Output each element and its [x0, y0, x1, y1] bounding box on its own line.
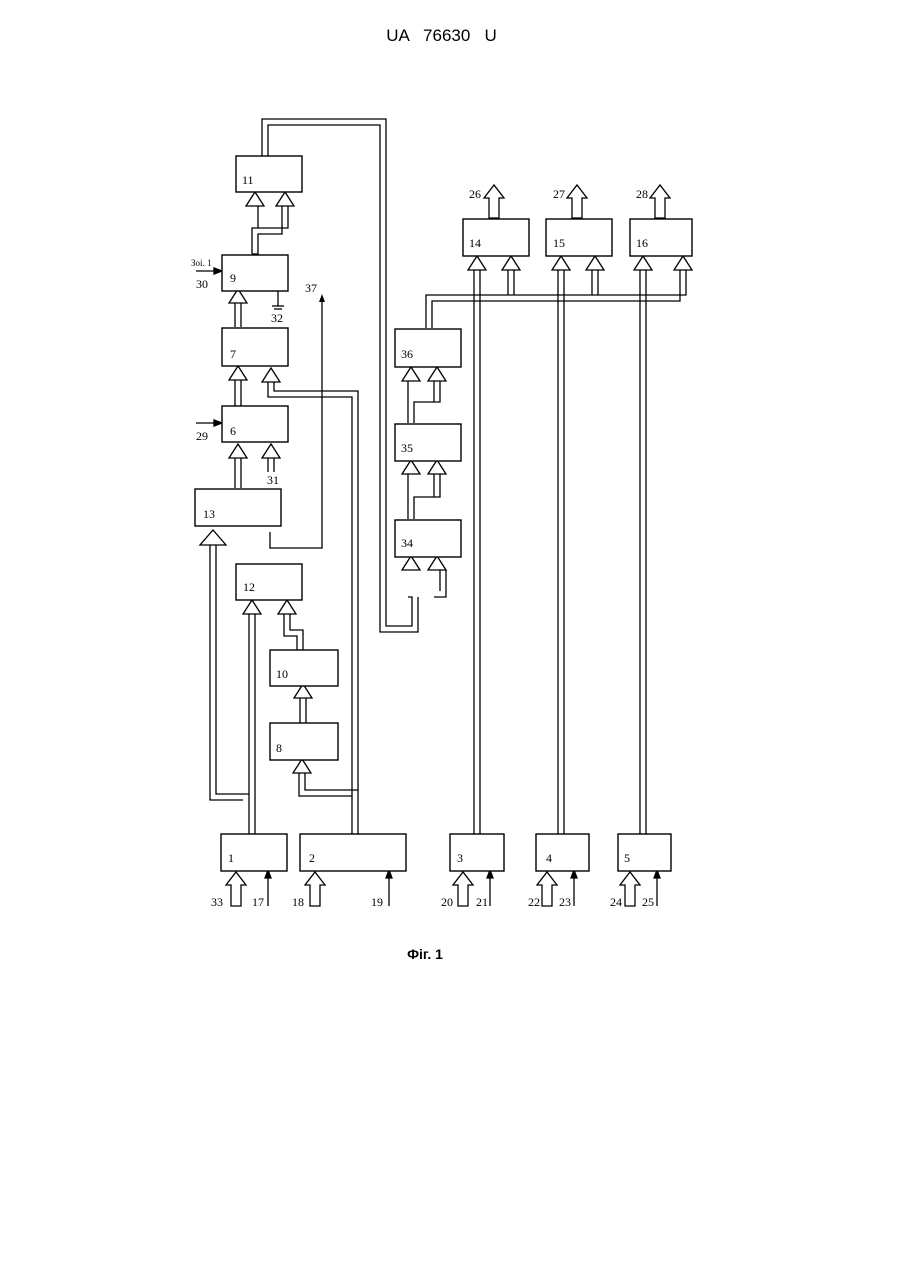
block-label: 8	[276, 741, 282, 755]
terminal-20: 20	[441, 895, 453, 909]
bus-35-to-36	[408, 381, 440, 423]
block-label: 6	[230, 424, 236, 438]
bus-7-to-9	[235, 303, 241, 327]
block-b10: 10	[270, 650, 338, 686]
bus-6-to-7	[235, 380, 241, 406]
block-label: 35	[401, 441, 413, 455]
block-b1: 1	[221, 834, 287, 871]
tap-15	[592, 270, 598, 295]
bus-4-to-15	[558, 270, 564, 834]
block-label: 14	[469, 236, 481, 250]
block-label: 34	[401, 536, 413, 550]
terminal-27: 27	[553, 187, 565, 201]
bus-10-to-12	[284, 614, 303, 650]
terminal-21: 21	[476, 895, 488, 909]
block-label: 2	[309, 851, 315, 865]
block-label: 10	[276, 667, 288, 681]
bus-13-to-6	[235, 458, 241, 488]
bus-in-34	[434, 570, 446, 597]
tap-14	[508, 270, 514, 295]
block-label: 12	[243, 580, 255, 594]
block-b7: 7	[222, 328, 288, 366]
terminal-17: 17	[252, 895, 264, 909]
terminal-zoi: Зоі. 1	[191, 258, 212, 268]
bus-in-31	[268, 458, 274, 472]
block-b6: 6	[222, 406, 288, 442]
bus-8-to-10	[300, 698, 306, 723]
bus-9-to-11	[252, 200, 288, 254]
bus-2-to-8-inner	[305, 773, 358, 834]
terminal-18: 18	[292, 895, 304, 909]
bus-2-to-8	[299, 773, 352, 834]
block-b4: 4	[536, 834, 589, 871]
block-b9: 9	[222, 255, 288, 291]
terminal-28: 28	[636, 187, 648, 201]
block-label: 11	[242, 173, 254, 187]
terminal-29: 29	[196, 429, 208, 443]
block-label: 9	[230, 271, 236, 285]
terminal-33: 33	[211, 895, 223, 909]
terminal-25: 25	[642, 895, 654, 909]
block-b13: 13	[195, 489, 281, 526]
bus-3-to-14	[474, 270, 480, 834]
block-b36: 36	[395, 329, 461, 367]
block-b11: 11	[236, 156, 302, 192]
terminal-19: 19	[371, 895, 383, 909]
block-b3: 3	[450, 834, 504, 871]
block-b5: 5	[618, 834, 671, 871]
terminal-37: 37	[305, 281, 317, 295]
terminal-26: 26	[469, 187, 481, 201]
terminal-24: 24	[610, 895, 622, 909]
block-b12: 12	[236, 564, 302, 600]
block-b16: 16	[630, 219, 692, 256]
block-label: 7	[230, 347, 236, 361]
block-b15: 15	[546, 219, 612, 256]
block-label: 1	[228, 851, 234, 865]
bus-36-to-outputs	[426, 270, 686, 328]
terminal-22: 22	[528, 895, 540, 909]
block-b8: 8	[270, 723, 338, 760]
block-b35: 35	[395, 424, 461, 461]
arrow-37	[319, 294, 325, 302]
block-label: 36	[401, 347, 413, 361]
bus-5-to-16	[640, 270, 646, 834]
block-b14: 14	[463, 219, 529, 256]
block-label: 3	[457, 851, 463, 865]
block-b34: 34	[395, 520, 461, 557]
terminal-32: 32	[271, 311, 283, 325]
block-label: 16	[636, 236, 648, 250]
block-b2: 2	[300, 834, 406, 871]
block-label: 13	[203, 507, 215, 521]
terminal-31: 31	[267, 473, 279, 487]
bus-34-to-35	[408, 474, 440, 519]
figure-caption: Фіг. 1	[0, 946, 850, 962]
block-label: 4	[546, 851, 552, 865]
bus-36-to-outputs-inner	[432, 270, 680, 328]
terminal-30: 30	[196, 277, 208, 291]
terminal-23: 23	[559, 895, 571, 909]
block-label: 15	[553, 236, 565, 250]
block-label: 5	[624, 851, 630, 865]
